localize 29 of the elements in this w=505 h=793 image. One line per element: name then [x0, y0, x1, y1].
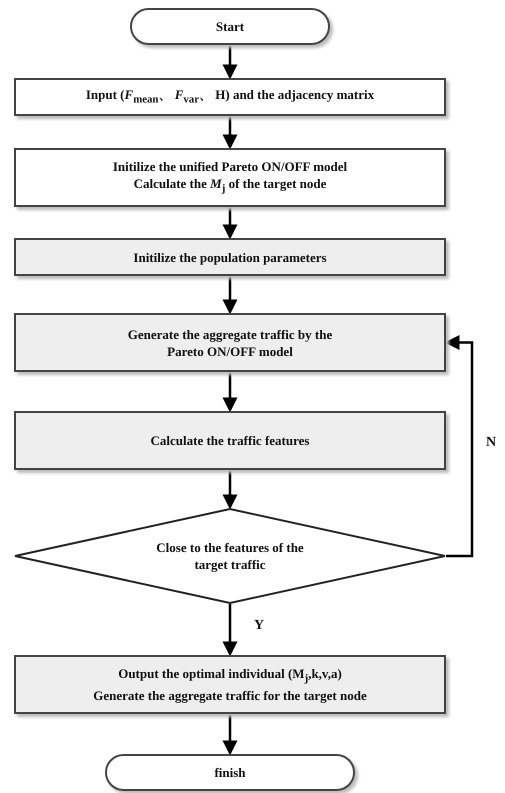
node-text: Calculate the traffic features	[150, 432, 310, 449]
arrow	[222, 207, 238, 240]
process-box	[14, 411, 446, 470]
decision-diamond	[14, 508, 446, 604]
process-box	[14, 655, 446, 714]
arrow	[222, 604, 238, 656]
arrow	[222, 276, 238, 314]
arrow	[222, 116, 238, 150]
arrow	[222, 470, 238, 510]
process-box	[14, 313, 446, 372]
process-box	[14, 78, 446, 116]
process-box	[14, 238, 446, 276]
node-text: Initilize the population parameters	[133, 248, 327, 266]
node-text: Generate the aggregate traffic for the target node	[93, 687, 367, 704]
arrow	[444, 335, 474, 558]
node-text: Initilize the unified Pareto ON/OFF model	[112, 158, 348, 175]
terminal-box	[105, 754, 355, 791]
node-text: Calculate the M$_{j}$ of the target node	[134, 174, 326, 196]
node-text: Input (F$_{mean}$、 F$_{var}$、 H) and the adjacency matrix	[86, 86, 374, 108]
node-text: Generate the aggregate traffic by the Pareto ON/OFF model	[126, 326, 334, 360]
arrow	[222, 45, 238, 80]
terminal-box	[130, 8, 330, 45]
node-text: Output the optimal individual (M$_{j}$,k,v,a)	[118, 664, 342, 686]
node-text: Start	[216, 18, 244, 35]
process-box	[14, 148, 446, 207]
arrow	[222, 714, 238, 756]
arrow	[222, 372, 238, 412]
node-text: finish	[214, 764, 246, 781]
node-text: Close to the features of the target traffic	[155, 539, 305, 573]
